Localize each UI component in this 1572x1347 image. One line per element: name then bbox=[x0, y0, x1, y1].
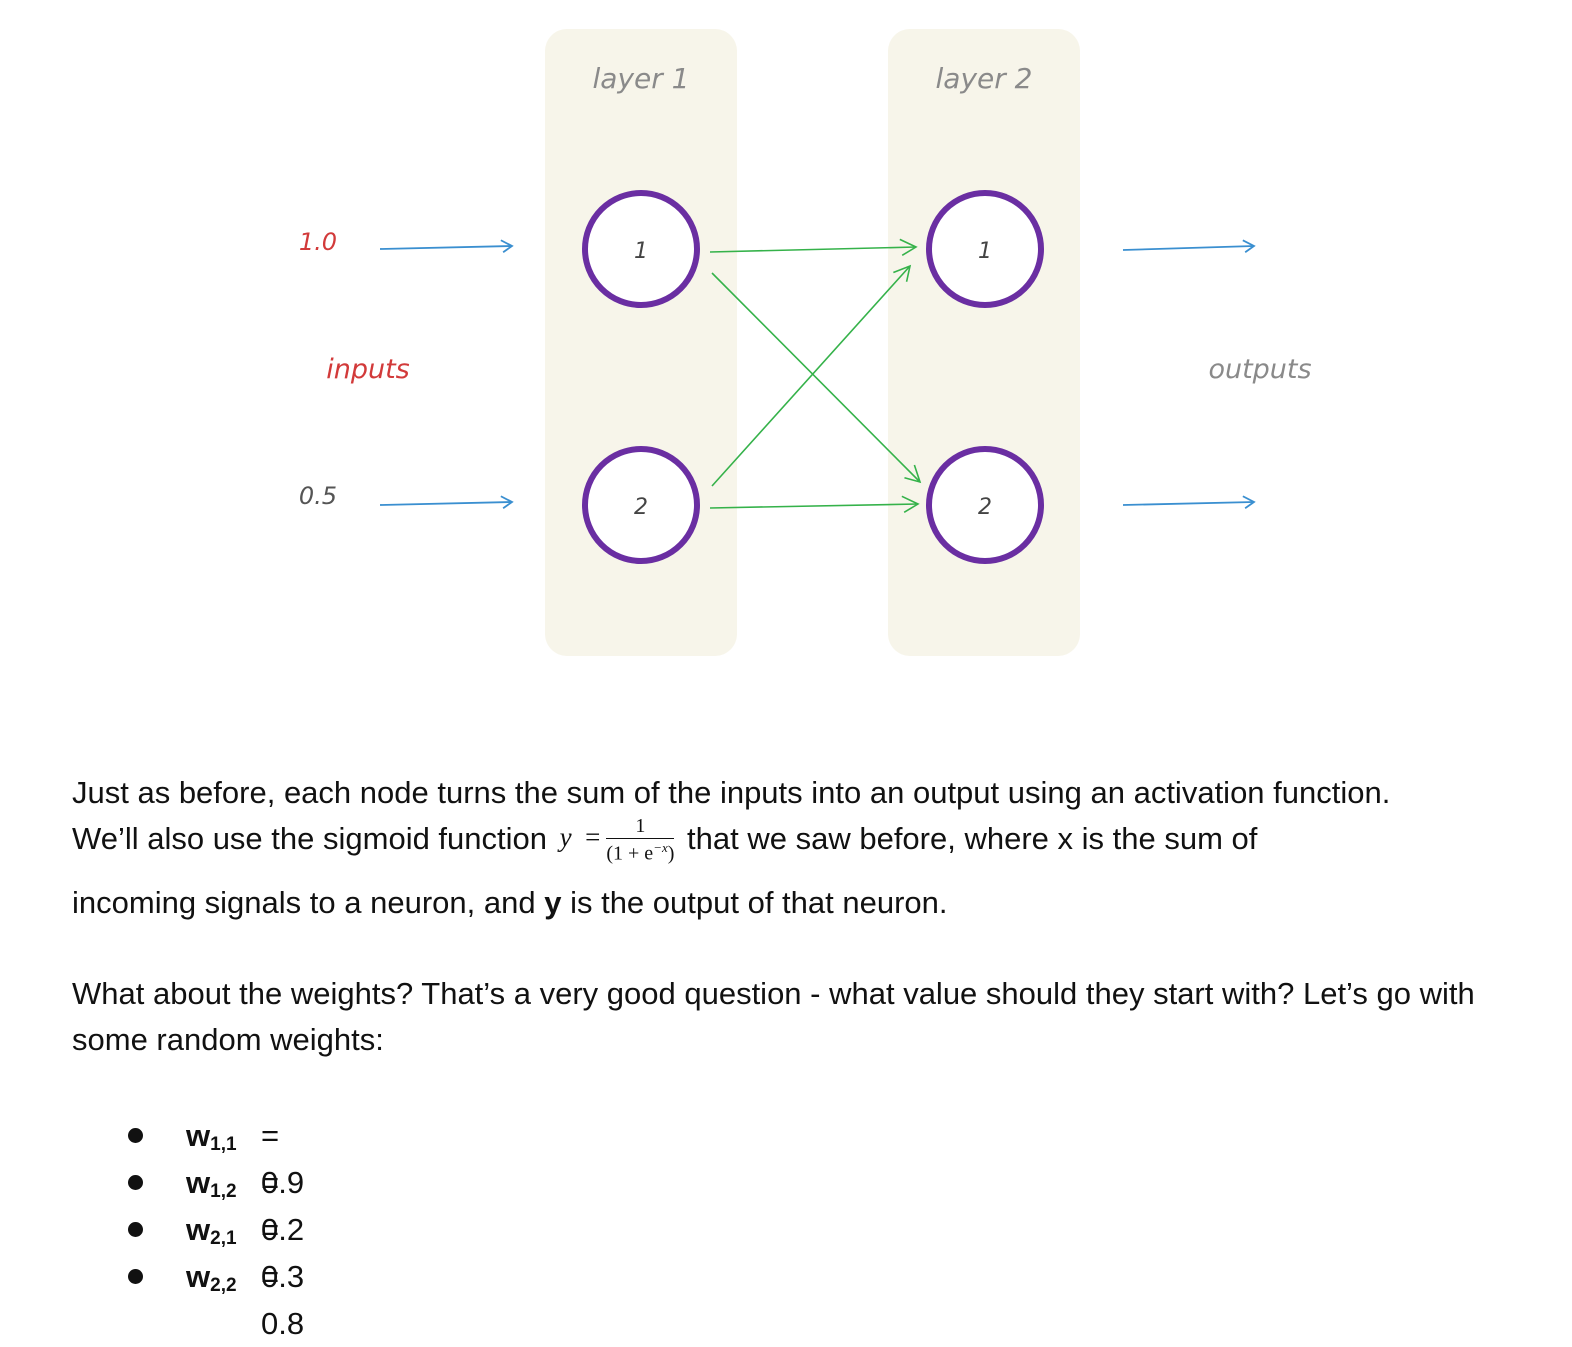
layer-2-node-1 bbox=[926, 190, 1044, 308]
layer-1-node-1 bbox=[582, 190, 700, 308]
connection-1-1 bbox=[709, 238, 918, 257]
weight-name: w2,1 bbox=[186, 1206, 237, 1258]
weight-subscript: 1,1 bbox=[210, 1134, 237, 1155]
layer-1-label: layer 1 bbox=[593, 62, 690, 95]
weight-value: = 0.8 bbox=[261, 1253, 304, 1347]
layer-2-node-2-label: 2 bbox=[978, 495, 992, 520]
weight-number: 0.8 bbox=[261, 1306, 305, 1341]
formula-denominator-close: ) bbox=[667, 842, 675, 865]
neural-network-diagram: layer 1 layer 2 1.0 inputs 0.5 outputs 1… bbox=[299, 29, 1312, 656]
input-value-1: 1.0 bbox=[299, 228, 337, 256]
weight-name: w1,1 bbox=[186, 1112, 237, 1164]
weight-equals: = bbox=[261, 1165, 280, 1200]
layer-1-node-2-label: 2 bbox=[634, 495, 648, 520]
formula-equals: = bbox=[585, 822, 601, 852]
weight-symbol: w bbox=[186, 1165, 211, 1200]
input-arrow-2 bbox=[379, 495, 514, 509]
weight-equals: = bbox=[261, 1212, 280, 1247]
p1-line-3: incoming signals to a neuron, and y is t… bbox=[72, 880, 1542, 926]
layer-2-label: layer 2 bbox=[936, 62, 1033, 95]
formula-fraction: 1(1 + e−x) bbox=[606, 816, 675, 864]
bullet-icon bbox=[128, 1269, 143, 1284]
p1-line-3-bold-y: y bbox=[544, 884, 562, 920]
weight-value: = 0.3 bbox=[261, 1206, 304, 1300]
layer-1-node-2 bbox=[582, 446, 700, 564]
weight-subscript: 2,1 bbox=[210, 1228, 237, 1249]
formula-denominator: (1 + e−x) bbox=[606, 839, 674, 864]
output-arrow-2 bbox=[1122, 495, 1256, 509]
p1-line-3-start: incoming signals to a neuron, and bbox=[72, 884, 536, 920]
formula-denominator-base: (1 + e bbox=[606, 842, 654, 865]
weight-value: = 0.2 bbox=[261, 1159, 304, 1253]
output-arrow-1 bbox=[1122, 239, 1256, 254]
weight-symbol: w bbox=[186, 1212, 211, 1247]
bullet-icon bbox=[128, 1175, 143, 1190]
layer-2-node-1-label: 1 bbox=[978, 239, 992, 264]
input-value-2: 0.5 bbox=[299, 482, 337, 510]
formula-exponent: −x bbox=[653, 839, 668, 855]
weight-subscript: 1,2 bbox=[210, 1181, 237, 1202]
weight-number: 0.3 bbox=[261, 1259, 305, 1294]
inputs-label: inputs bbox=[326, 354, 410, 385]
weight-number: 0.9 bbox=[261, 1165, 305, 1200]
outputs-label: outputs bbox=[1208, 354, 1311, 385]
p1-line-2-start: We’ll also use the sigmoid function bbox=[72, 821, 548, 856]
weight-number: 0.2 bbox=[261, 1212, 305, 1247]
p1-line-1: Just as before, each node turns the sum … bbox=[72, 775, 1391, 810]
formula-lhs: y bbox=[559, 822, 572, 852]
activation-paragraph: Just as before, each node turns the sum … bbox=[72, 770, 1542, 926]
bullet-icon bbox=[128, 1128, 143, 1143]
weight-name: w2,2 bbox=[186, 1253, 237, 1305]
weight-name: w1,2 bbox=[186, 1159, 237, 1211]
weight-equals: = bbox=[261, 1118, 280, 1153]
weight-symbol: w bbox=[186, 1259, 211, 1294]
weight-value: = 0.9 bbox=[261, 1112, 304, 1206]
layer-1-node-1-label: 1 bbox=[634, 239, 648, 264]
weight-symbol: w bbox=[186, 1118, 211, 1153]
p1-line-2-end: that we saw before, where x is the sum o… bbox=[687, 821, 1258, 856]
connection-2-2 bbox=[709, 495, 920, 513]
weight-equals: = bbox=[261, 1259, 280, 1294]
formula-numerator: 1 bbox=[606, 816, 675, 839]
layer-2-node-2 bbox=[926, 446, 1044, 564]
connection-1-2 bbox=[711, 272, 922, 484]
sigmoid-formula: y =1(1 + e−x) bbox=[560, 814, 675, 864]
bullet-icon bbox=[128, 1222, 143, 1237]
weights-paragraph: What about the weights? That’s a very go… bbox=[72, 976, 1475, 1057]
input-arrow-1 bbox=[379, 239, 514, 253]
p1-line-3-end: is the output of that neuron. bbox=[570, 884, 948, 920]
connection-2-1 bbox=[711, 264, 912, 487]
weight-subscript: 2,2 bbox=[210, 1275, 237, 1296]
